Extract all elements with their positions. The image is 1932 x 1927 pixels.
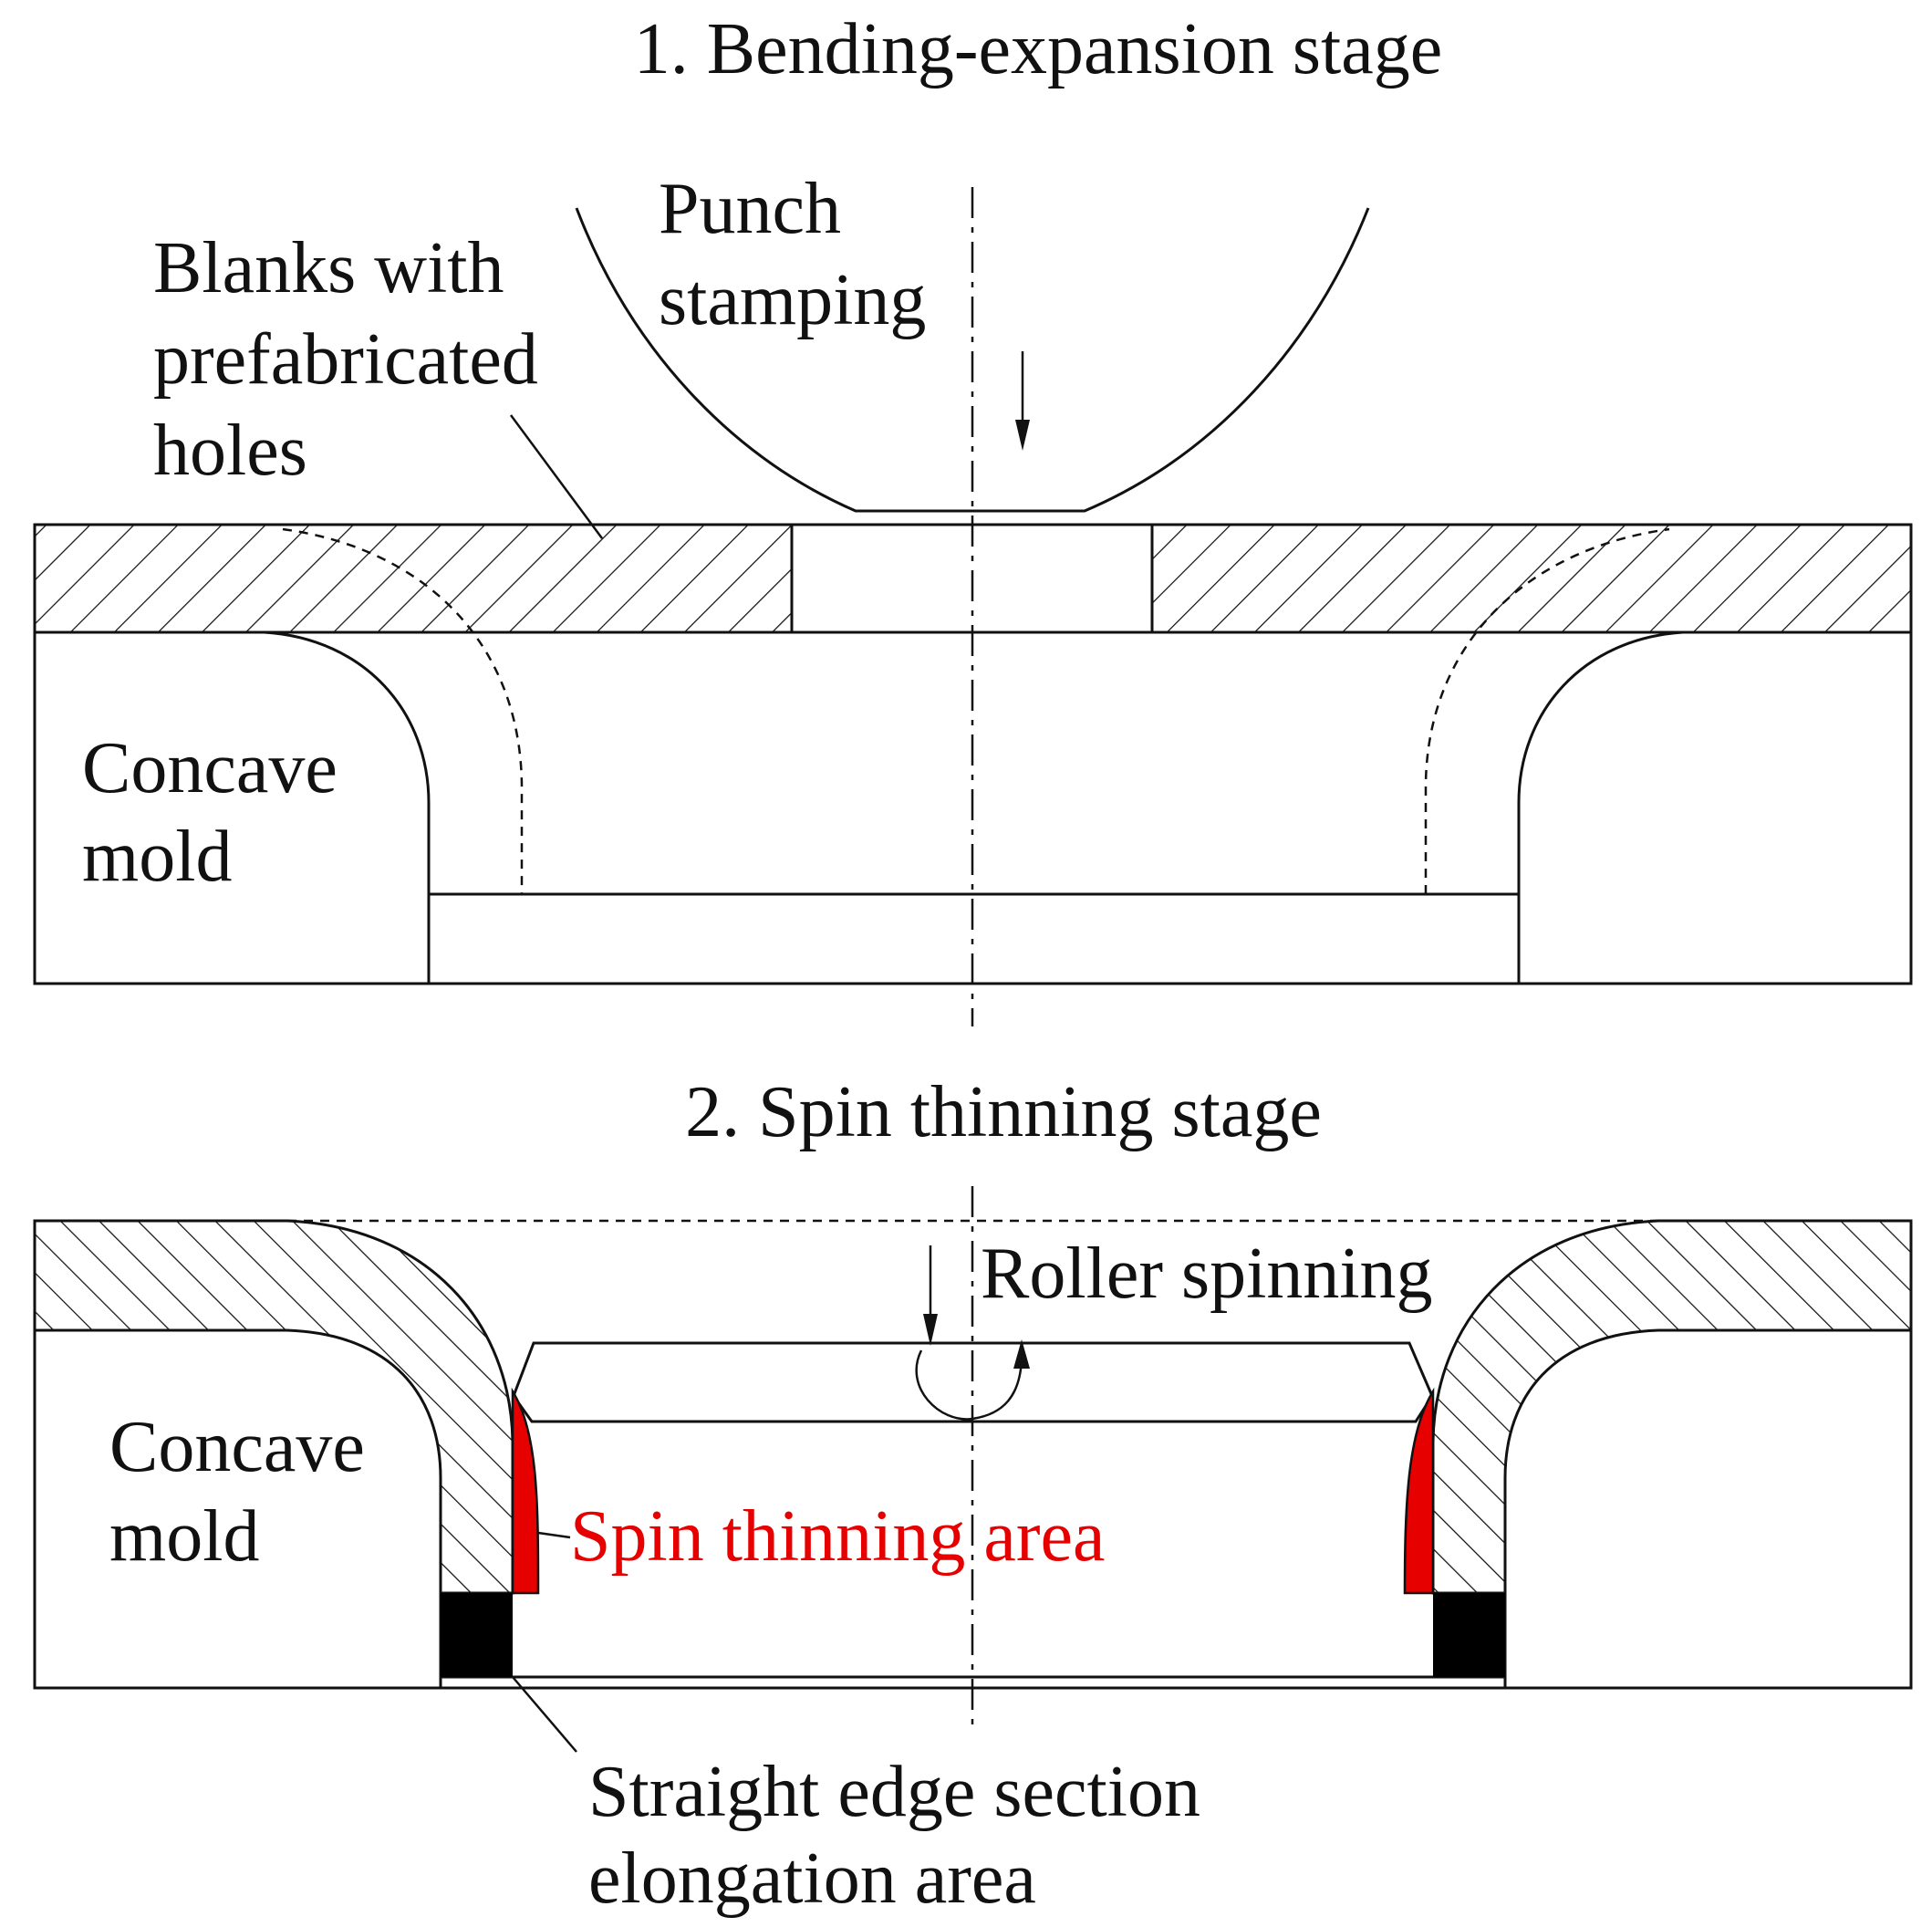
blank-label-line1: Blanks with bbox=[153, 228, 504, 308]
spin-thinning-label: Spin thinning area bbox=[570, 1496, 1106, 1577]
elongation-label-line1: Straight edge section bbox=[588, 1752, 1200, 1832]
spin-thinning-area-right bbox=[1403, 1387, 1435, 1595]
elongation-area-left bbox=[441, 1593, 513, 1677]
punch-label: Punch stamping bbox=[659, 169, 926, 340]
elongation-area-right bbox=[1433, 1593, 1505, 1677]
mold-label-stage1: Concave mold bbox=[82, 728, 338, 897]
roller-feed-arrow bbox=[923, 1245, 938, 1346]
mold-label-stage2-line1: Concave bbox=[109, 1407, 365, 1487]
elongation-leader-line bbox=[512, 1676, 577, 1753]
mold-label-stage2: Concave mold bbox=[109, 1407, 365, 1577]
spin-thinning-leader-line bbox=[537, 1531, 571, 1539]
spin-thinning-area-left bbox=[511, 1387, 540, 1595]
stage1-title: 1. Bending-expansion stage bbox=[634, 9, 1442, 89]
roller-rotation-arrow bbox=[915, 1339, 1030, 1421]
blank-plate bbox=[33, 523, 1913, 634]
blank-leader-line bbox=[509, 414, 604, 539]
mold-label-stage2-line2: mold bbox=[109, 1496, 259, 1577]
elongation-label-line2: elongation area bbox=[588, 1838, 1036, 1919]
blank-label-line2: prefabricated bbox=[153, 319, 538, 400]
mold-label-stage1-line1: Concave bbox=[82, 728, 338, 808]
punch-label-line1: Punch bbox=[659, 169, 841, 249]
formed-shape-outline bbox=[282, 527, 1670, 896]
punch-direction-arrow bbox=[1015, 351, 1030, 451]
punch-label-line2: stamping bbox=[659, 260, 926, 340]
stage2-title: 2. Spin thinning stage bbox=[685, 1072, 1322, 1152]
elongation-label: Straight edge section elongation area bbox=[588, 1752, 1200, 1919]
punch-outline bbox=[575, 207, 1370, 513]
roller-label: Roller spinning bbox=[981, 1234, 1433, 1314]
mold-label-stage1-line2: mold bbox=[82, 817, 232, 897]
blank-label-line3: holes bbox=[153, 411, 307, 491]
blank-label: Blanks with prefabricated holes bbox=[153, 228, 538, 491]
